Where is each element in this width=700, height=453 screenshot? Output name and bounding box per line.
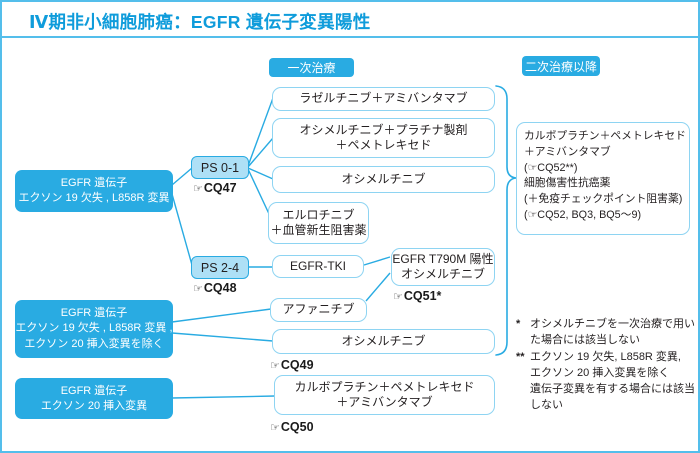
node-erlotinib-angiogenesis-inhibitor: エルロチニブ ＋血管新生阻害薬 xyxy=(268,202,369,244)
footnote-line: オシメルチニブを一次治療で用い xyxy=(530,318,695,330)
footnote-text: エクソン 19 欠失, L858R 変異, エクソン 20 挿入変異を除く 遺伝… xyxy=(530,349,695,414)
box-line: エクソン 19 欠失 , L858R 変異 xyxy=(18,192,170,204)
title-divider xyxy=(2,36,698,38)
ref-cq47: ☞CQ47 xyxy=(193,181,237,195)
node-egfr-exon19-l858r: EGFR 遺伝子 エクソン 19 欠失 , L858R 変異 xyxy=(15,170,173,212)
pointing-hand-icon: ☞ xyxy=(270,360,280,372)
footnote-line: エクソン 19 欠失, L858R 変異, xyxy=(530,350,681,363)
second-line-label: 二次治療以降 xyxy=(522,56,600,76)
node-osimertinib-ps01: オシメルチニブ xyxy=(272,166,495,193)
box-line: ＋血管新生阻害薬 xyxy=(270,223,367,237)
node-egfr-exon20-insertion: EGFR 遺伝子 エクソン 20 挿入変異 xyxy=(15,378,173,419)
box-line: 細胞傷害性抗癌薬 xyxy=(524,177,611,190)
box-line: カルボプラチン＋ペメトレキセド xyxy=(294,379,475,394)
footnote-marker: ** xyxy=(516,350,525,363)
edge-ps01-t3 xyxy=(247,167,274,180)
box-line: ＋ペメトレキセド xyxy=(335,138,432,152)
pointing-hand-icon: ☞ xyxy=(393,291,403,303)
first-line-label: 一次治療 xyxy=(269,58,354,77)
box-line: EGFR T790M 陽性 xyxy=(392,251,494,266)
edge-b2-afatinib xyxy=(171,308,272,323)
box-line: エクソン 20 挿入変異を除く xyxy=(24,337,164,350)
footnote-marker: * xyxy=(516,318,521,330)
ref-code: CQ49 xyxy=(280,358,314,372)
edge-b3-carboplatin xyxy=(171,395,276,399)
footnote-asterisk: * オシメルチニブを一次治療で用い た場合には該当しない xyxy=(516,316,698,349)
pointing-hand-icon: ☞ xyxy=(193,283,203,295)
node-osimertinib-platinum-pemetrexed: オシメルチニブ＋プラチナ製剤 ＋ペメトレキセド xyxy=(272,118,495,158)
footnote-line: しない xyxy=(530,399,563,412)
node-ps-0-1: PS 0-1 xyxy=(191,156,249,179)
box-line: エクソン 20 挿入変異 xyxy=(40,399,148,412)
footnote-text: オシメルチニブを一次治療で用い た場合には該当しない xyxy=(530,316,695,349)
edge-ps01-t2 xyxy=(247,137,274,168)
box-line: (☞CQ52**) xyxy=(524,161,578,174)
edge-afatinib-t790m xyxy=(365,272,391,302)
edge-ps01-t4 xyxy=(247,168,271,217)
node-carboplatin-pemetrexed-amivantamab: カルボプラチン＋ペメトレキセド ＋アミバンタマブ xyxy=(274,375,495,415)
box-line: エルロチニブ xyxy=(282,207,355,222)
node-second-line-options: カルボプラチン＋ペメトレキセド ＋アミバンタマブ (☞CQ52**) 細胞傷害性… xyxy=(516,122,690,235)
box-line: ＋アミバンタマブ xyxy=(524,145,611,158)
node-egfr-tki: EGFR-TKI xyxy=(272,255,364,278)
box-line: (☞CQ52, BQ3, BQ5～9) xyxy=(524,208,642,221)
box-line: ＋アミバンタマブ xyxy=(336,395,433,409)
ref-code: CQ51* xyxy=(403,289,442,303)
box-line: EGFR-TKI xyxy=(290,258,346,273)
box-line: オシメルチニブ xyxy=(400,267,485,281)
box-line: オシメルチニブ xyxy=(341,333,426,348)
box-line: EGFR 遺伝子 xyxy=(60,384,128,397)
footnote-double-asterisk: ** エクソン 19 欠失, L858R 変異, エクソン 20 挿入変異を除く… xyxy=(516,349,698,414)
box-line: カルボプラチン＋ペメトレキセド xyxy=(524,130,686,142)
box-line: ラゼルチニブ＋アミバンタマブ xyxy=(299,91,468,106)
footnote-line: エクソン 20 挿入変異を除く xyxy=(530,366,670,379)
node-osimertinib-2: オシメルチニブ xyxy=(272,329,495,354)
ref-code: CQ48 xyxy=(203,281,237,295)
footnote-line: 遺伝子変異を有する場合には該当 xyxy=(530,383,695,396)
box-line: EGFR 遺伝子 xyxy=(60,306,128,319)
pointing-hand-icon: ☞ xyxy=(270,422,280,434)
edge-ps01-t1 xyxy=(247,97,274,167)
footnotes: * オシメルチニブを一次治療で用い た場合には該当しない ** エクソン 19 … xyxy=(516,316,698,414)
box-line: エクソン 19 欠失 , L858R 変異 , xyxy=(15,322,173,335)
node-egfr-exon19-l858r-excl-exon20: EGFR 遺伝子 エクソン 19 欠失 , L858R 変異 , エクソン 20… xyxy=(15,300,173,358)
node-afatinib: アファニチブ xyxy=(270,298,367,322)
ref-code: CQ50 xyxy=(280,420,314,434)
ref-cq51: ☞CQ51* xyxy=(393,289,441,303)
footnote-line: た場合には該当しない xyxy=(530,334,640,347)
page-title: Ⅳ期非小細胞肺癌：EGFR 遺伝子変異陽性 xyxy=(29,12,371,32)
box-line: アファニチブ xyxy=(282,302,355,317)
group-brace xyxy=(495,85,517,356)
ref-cq48: ☞CQ48 xyxy=(193,281,237,295)
box-line: (＋免疫チェックポイント阻害薬) xyxy=(524,193,683,206)
box-line: オシメルチニブ＋プラチナ製剤 xyxy=(299,122,468,137)
box-line: EGFR 遺伝子 xyxy=(60,177,128,189)
edge-tki-t790m xyxy=(363,256,391,266)
ref-cq49: ☞CQ49 xyxy=(270,358,314,372)
node-t790m-osimertinib: EGFR T790M 陽性 オシメルチニブ xyxy=(391,248,495,286)
pointing-hand-icon: ☞ xyxy=(193,183,203,195)
edge-b1-ps01 xyxy=(171,167,193,186)
box-line: オシメルチニブ xyxy=(341,171,426,186)
node-lazertinib-amivantamab: ラゼルチニブ＋アミバンタマブ xyxy=(272,87,495,111)
edge-b2-osimertinib2 xyxy=(171,332,274,342)
ref-cq50: ☞CQ50 xyxy=(270,420,314,434)
edge-b1-ps24 xyxy=(171,193,193,266)
node-ps-2-4: PS 2-4 xyxy=(191,256,249,279)
ref-code: CQ47 xyxy=(203,181,237,195)
